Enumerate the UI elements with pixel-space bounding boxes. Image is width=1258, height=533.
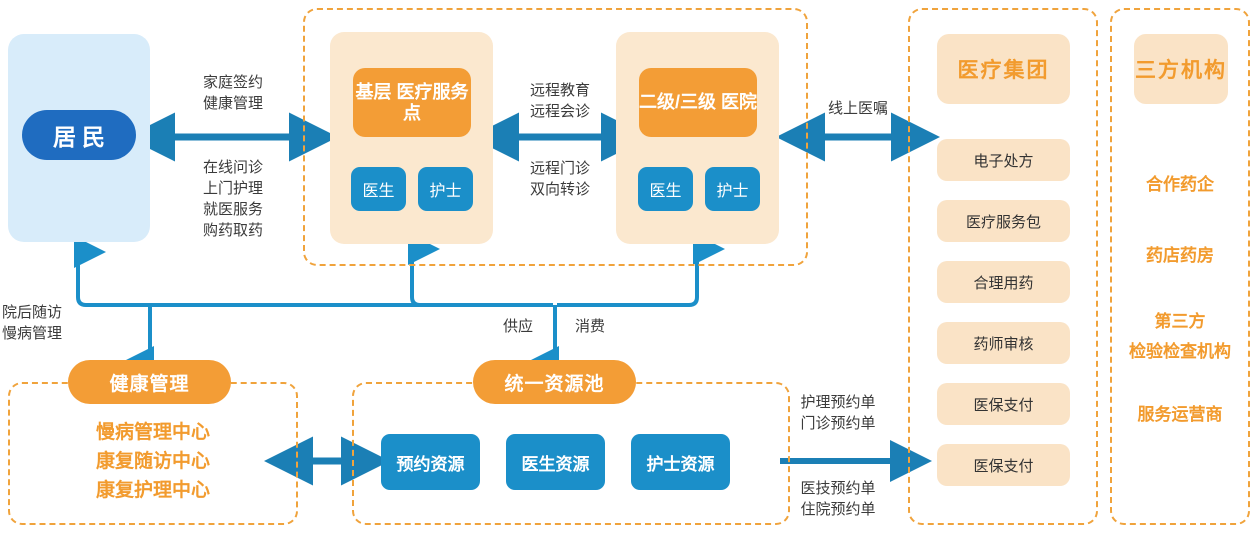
grassroots-title[interactable]: 基层 医疗服务点 [353, 68, 471, 137]
medical-group-item-2[interactable]: 合理用药 [937, 261, 1070, 303]
health-management-item-2[interactable]: 康复护理中心 [95, 480, 210, 501]
health-management-header[interactable]: 健康管理 [68, 360, 231, 404]
third-party-container [1110, 8, 1250, 525]
medical-group-item-3[interactable]: 药师审核 [937, 322, 1070, 364]
health-management-item-0[interactable]: 慢病管理中心 [95, 422, 210, 443]
hospital-panel [616, 32, 779, 244]
third-party-item-0[interactable]: 合作药企 [1146, 175, 1214, 194]
label-remote-bottom: 远程门诊 双向转诊 [529, 160, 590, 198]
medical-group-item-5[interactable]: 医保支付 [937, 444, 1070, 486]
grassroots-role-doctor[interactable]: 医生 [351, 167, 406, 211]
resident-badge[interactable]: 居民 [22, 110, 136, 160]
label-supply: 供应 [502, 318, 533, 335]
label-resident-care-bottom: 在线问诊 上门护理 就医服务 购药取药 [202, 159, 263, 239]
label-pool-group-bottom: 医技预约单 住院预约单 [800, 480, 876, 518]
label-online-order: 线上医嘱 [827, 100, 888, 117]
label-pool-group-top: 护理预约单 门诊预约单 [800, 394, 876, 432]
label-remote-top: 远程教育 远程会诊 [529, 82, 590, 120]
hospital-role-doctor[interactable]: 医生 [638, 167, 693, 211]
label-consume: 消费 [574, 318, 605, 335]
grassroots-panel [330, 32, 493, 244]
care-group-container [303, 8, 808, 266]
third-party-header: 三方机构 [1134, 34, 1228, 104]
resource-pool-header[interactable]: 统一资源池 [473, 360, 636, 404]
resource-pool-item-1[interactable]: 医生资源 [506, 434, 605, 490]
medical-group-container [908, 8, 1098, 525]
resource-pool-item-2[interactable]: 护士资源 [631, 434, 730, 490]
label-followup: 院后随访 慢病管理 [2, 304, 63, 342]
medical-group-item-1[interactable]: 医疗服务包 [937, 200, 1070, 242]
medical-group-item-4[interactable]: 医保支付 [937, 383, 1070, 425]
resource-pool-item-0[interactable]: 预约资源 [381, 434, 480, 490]
hospital-title[interactable]: 二级/三级 医院 [639, 68, 757, 137]
health-management-item-1[interactable]: 康复随访中心 [95, 451, 210, 472]
third-party-item-2[interactable]: 第三方 检验检查机构 [1129, 312, 1231, 361]
grassroots-role-nurse[interactable]: 护士 [418, 167, 473, 211]
medical-group-item-0[interactable]: 电子处方 [937, 139, 1070, 181]
third-party-item-3[interactable]: 服务运营商 [1137, 405, 1223, 424]
hospital-role-nurse[interactable]: 护士 [705, 167, 760, 211]
label-resident-care-top: 家庭签约 健康管理 [202, 74, 263, 112]
medical-group-header: 医疗集团 [937, 34, 1070, 104]
third-party-item-1[interactable]: 药店药房 [1146, 246, 1214, 265]
